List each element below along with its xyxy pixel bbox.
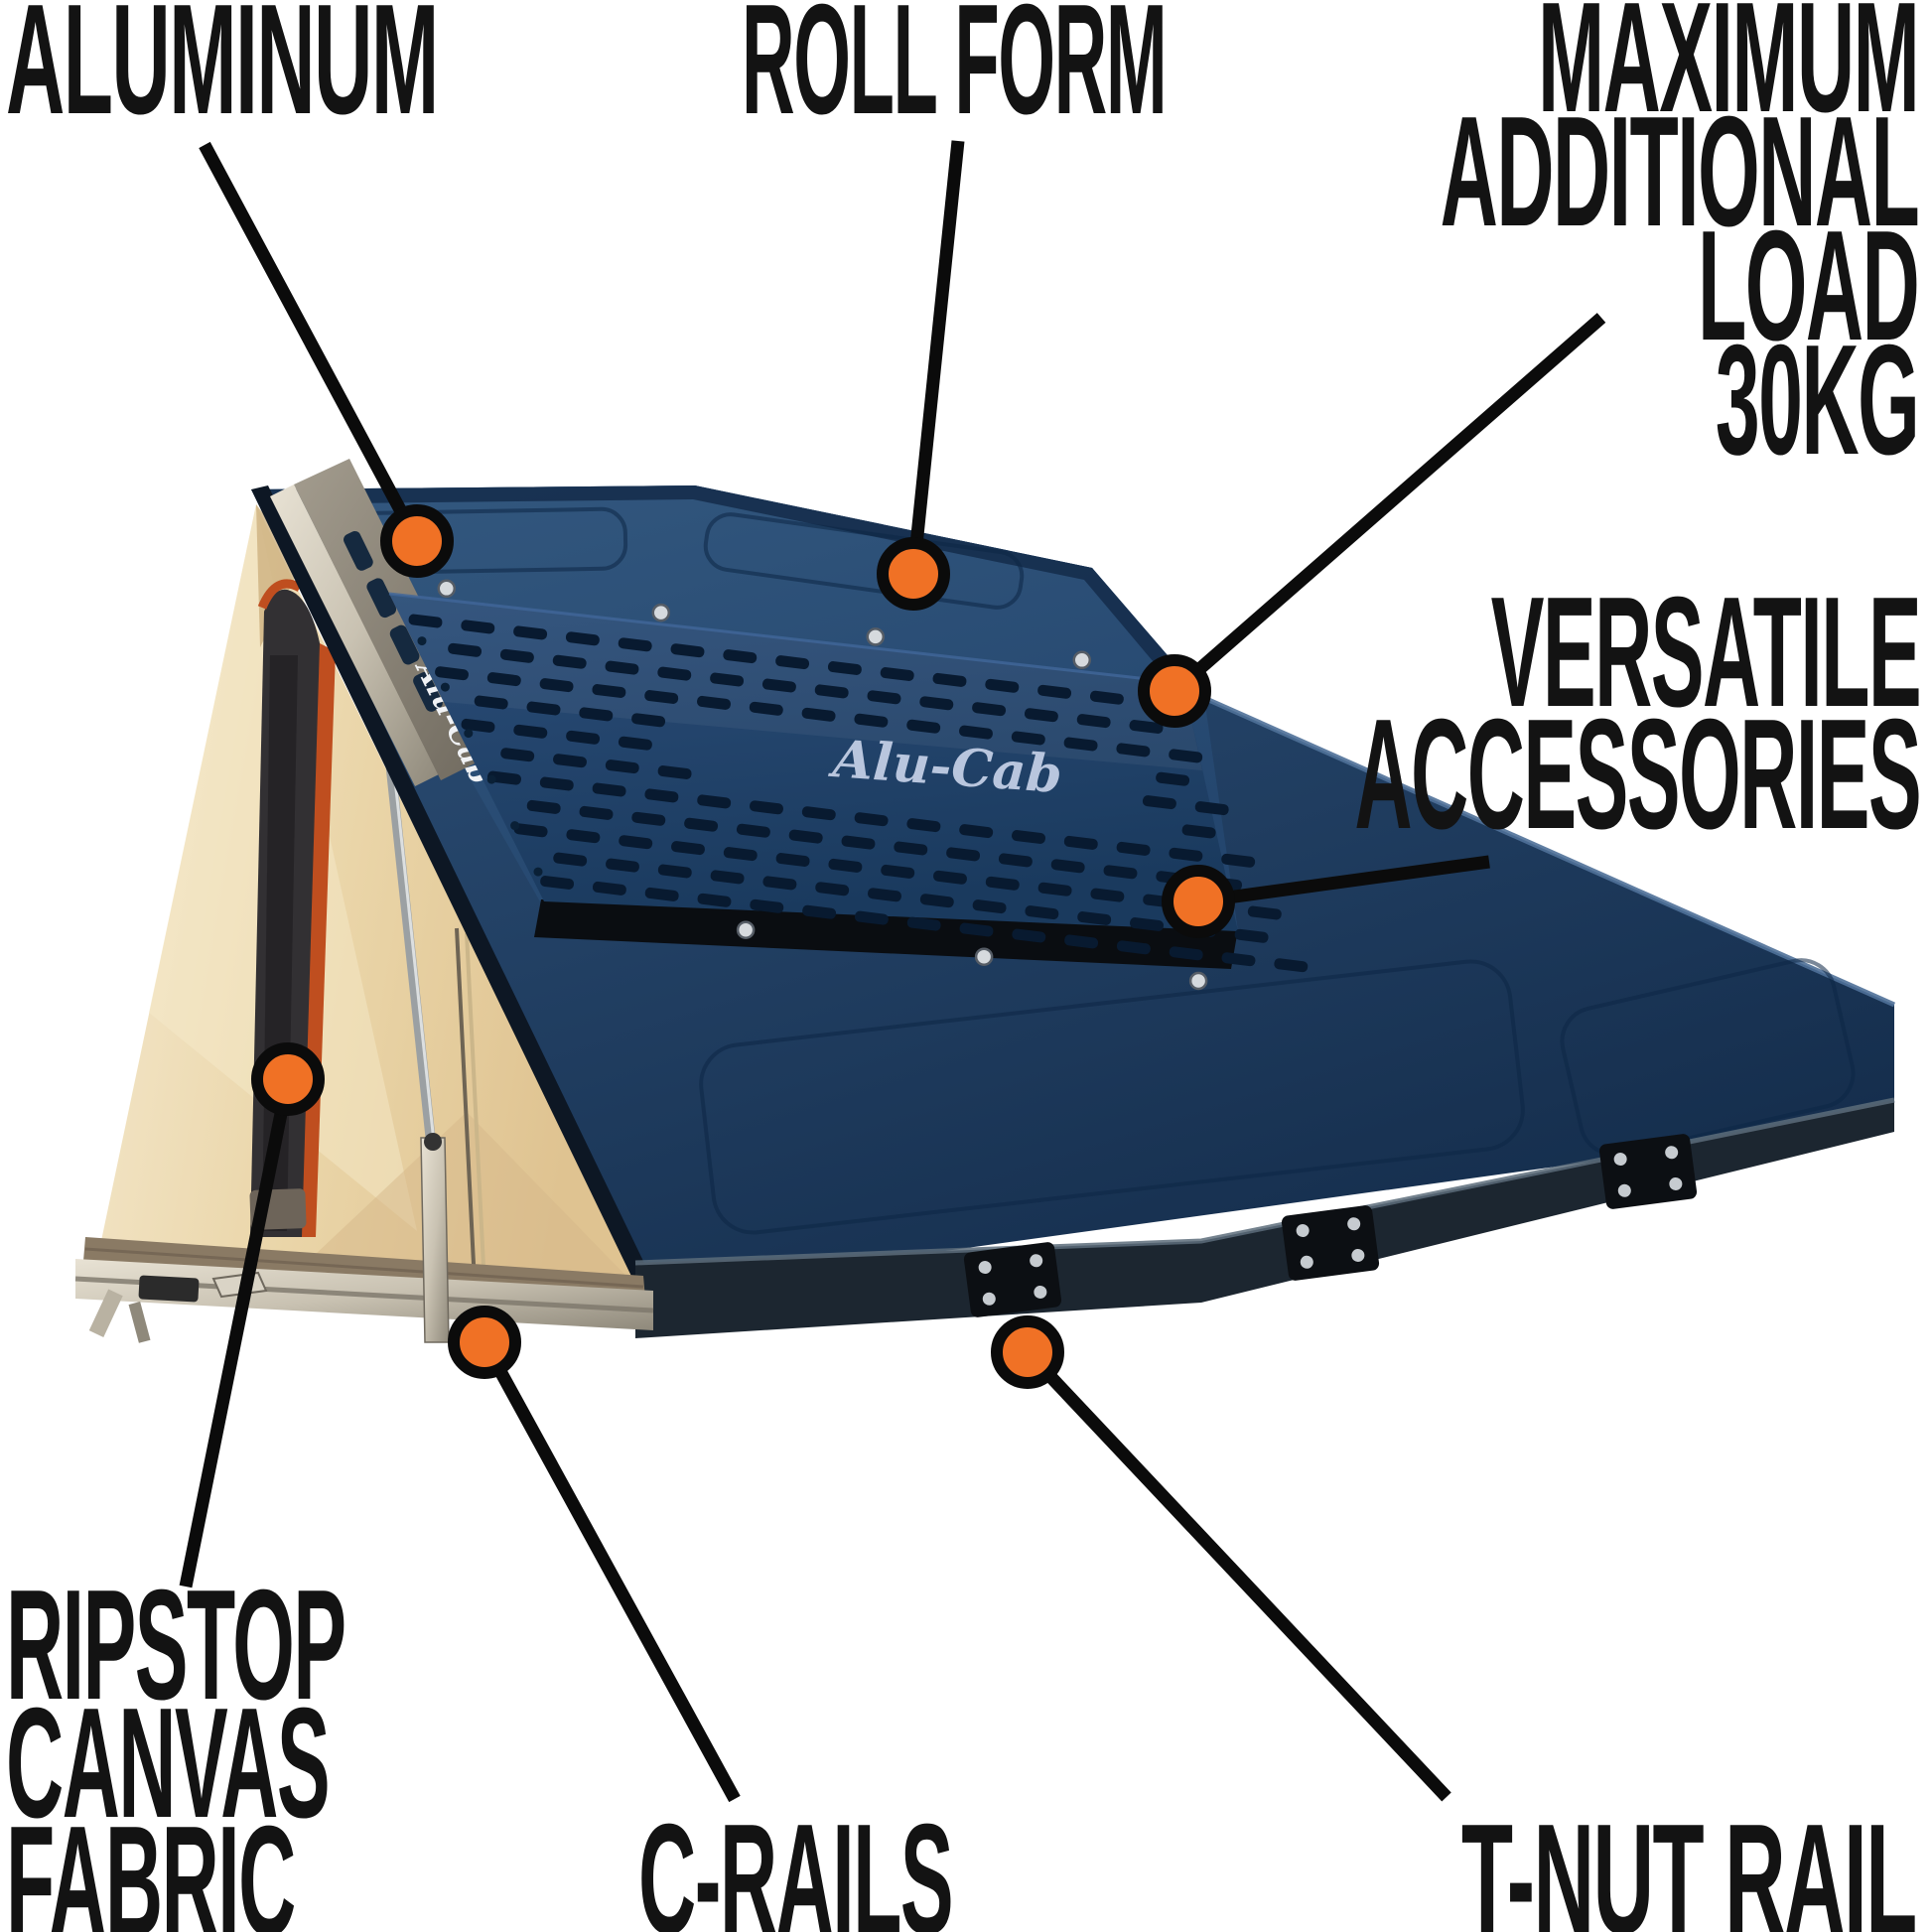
label-t-nut-rail: T-NUT RAIL [1461,1792,1917,1932]
hinge-screw-icon [1617,1183,1631,1197]
callout-dot-aluminum-icon [380,504,454,578]
channel-slot [389,624,420,665]
label-versatile-accessories: VERSATILE ACCESSORIES [1354,565,1922,862]
plate-top-edge [388,592,1184,685]
hinge-screw-icon [978,1261,992,1275]
hinge-screw-icon [1034,1285,1047,1299]
rack-screw-icon [651,603,671,622]
label-ripstop-line-1: RIPSTOP [6,1558,346,1732]
perforated-rack-plate [389,594,1238,931]
hinge-screw-icon [1300,1255,1313,1269]
callout-dot-versatile-accessories-icon [1162,865,1235,938]
label-versatile-line-2: ACCESSORIES [1354,687,1921,862]
hinge-screw-icon [1347,1217,1361,1231]
left-c-rail [270,484,439,786]
callout-dot-ripstop-canvas-fabric-icon [251,1042,325,1116]
hinge-screw-icon [1669,1176,1683,1190]
plate-front-edging [534,899,1238,969]
hinge-screw-icon [1296,1224,1310,1238]
channel-slot [344,530,373,571]
rack-screw-icon [1188,971,1208,991]
lid-left-edge [251,485,655,1293]
plate-holes [417,636,543,877]
label-roll-form: ROLL FORM [742,0,1168,147]
hinge-brackets [963,1134,1698,1317]
hinge-screw-icon [1351,1248,1365,1262]
channel-slots [344,530,443,712]
callout-line-ripstop-canvas-fabric [179,1077,295,1588]
lid-right-edge-highlight [1202,695,1896,1008]
hinge-bracket [963,1242,1062,1317]
callout-dot-roll-form-icon [877,537,950,611]
rack-screw-icon [974,947,994,966]
rack-screw-icon [866,627,886,646]
callout-line-c-rails [479,1338,741,1803]
strut-lower-tube [420,1137,450,1343]
label-versatile-line-1: VERSATILE [1490,565,1922,740]
callout-line-roll-form [906,140,965,575]
callout-line-t-nut-rail [1023,1347,1451,1802]
canvas-side-panel [94,504,643,1294]
hinge-screw-icon [982,1292,996,1306]
channel-slot [366,578,397,619]
label-aluminum: ALUMINUM [6,0,439,147]
hinge-screw-icon [1030,1254,1043,1268]
zipper-cord [455,927,477,1285]
hinge-bracket [1598,1134,1698,1209]
callout-dot-t-nut-rail-icon [991,1315,1064,1389]
callout-line-maximum-additional-load [1170,313,1606,696]
callout-dot-maximum-additional-load-icon [1138,654,1211,728]
rack-screw-icon [736,920,756,939]
label-ripstop-line-2: CANVAS [6,1676,331,1851]
plate-screws [437,579,1208,991]
channel-slot [413,672,443,712]
hinge-screw-icon [1613,1153,1627,1167]
plate-perforations [408,614,1309,973]
hinge-bracket [1281,1205,1380,1281]
callout-line-aluminum [199,141,423,545]
label-ripstop-canvas-fabric: RIPSTOP CANVAS FABRIC [6,1558,346,1932]
callout-dot-c-rails-icon [448,1306,521,1379]
recessed-panel-seams [325,506,1856,1235]
label-ripstop-line-3: FABRIC [6,1794,296,1932]
label-maximum-additional-load: MAXIMUM ADDITIONAL LOAD 30KG [1440,0,1920,487]
rack-screw-icon [437,579,457,599]
callout-layer [179,140,1606,1803]
hinge-screw-icon [1665,1146,1679,1160]
label-max-load-line-3: LOAD [1697,199,1920,373]
rack-screw-icon [1072,650,1092,670]
callout-line-versatile-accessories [1197,855,1490,908]
label-max-load-line-1: MAXIMUM [1537,0,1920,145]
label-max-load-line-4: 30KG [1715,313,1920,487]
label-c-rails: C-RAILS [638,1792,954,1932]
label-max-load-line-2: ADDITIONAL [1440,84,1919,259]
bottom-t-nut-rail [635,1100,1894,1338]
tent-illustration: Alu-Cab Alu-Cab [74,459,1896,1343]
zipper-cord-light [465,932,486,1287]
